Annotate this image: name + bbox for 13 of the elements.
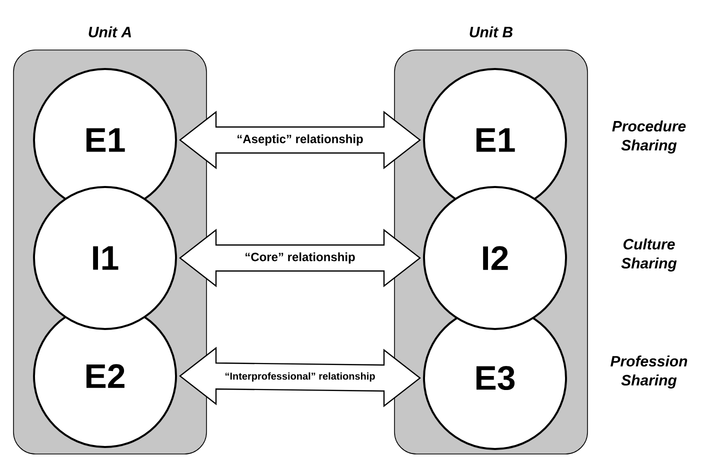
circle-node: I1: [33, 186, 177, 330]
side-label: Procedure Sharing: [612, 120, 686, 154]
edge-label: “Interprofessional” relationship: [225, 372, 375, 382]
edge-label: “Core” relationship: [246, 252, 355, 264]
double-arrow: [179, 346, 421, 408]
edge-label: “Aseptic” relationship: [238, 134, 363, 146]
circle-node: I2: [423, 186, 567, 330]
double-arrow: [179, 228, 421, 288]
double-arrow: [179, 110, 421, 170]
side-label: Profession Sharing: [610, 356, 688, 388]
side-label: Culture Sharing: [621, 238, 677, 272]
node-label: Unit B: [470, 26, 513, 38]
node-label: Unit A: [88, 26, 131, 38]
